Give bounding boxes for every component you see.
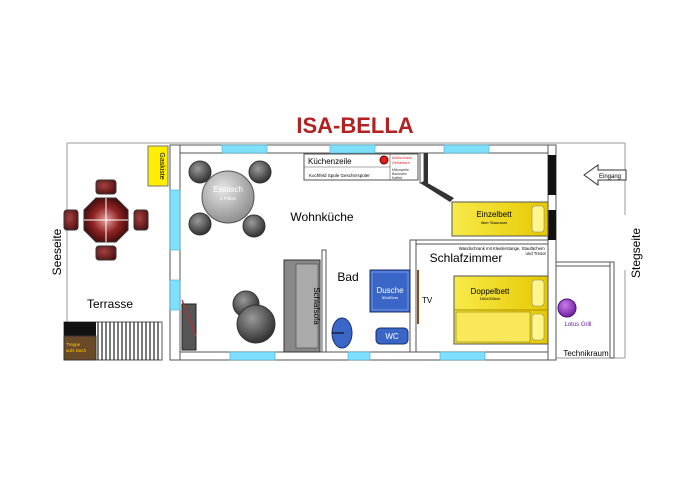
- room-label-bath: Bad: [337, 270, 358, 284]
- diagonal-wall: [420, 181, 454, 202]
- sofa-bed-label: Schlafsofa: [312, 287, 321, 325]
- room-label-kitchen-living: Wohnküche: [290, 210, 353, 224]
- double-bed-label: Doppelbett: [471, 287, 510, 296]
- kitchen-side-notes: Mikrowelle Backofen Kaffee: [392, 168, 410, 180]
- dining-table-label: Esstisch: [213, 185, 243, 194]
- dining-table-sub: 4 Plätze: [220, 196, 237, 201]
- room-label-technical: Technikraum: [563, 349, 609, 358]
- room-label-terrace: Terrasse: [87, 297, 133, 311]
- single-bed-sub: über Stauraum: [481, 220, 508, 225]
- dark-wall-segment: [548, 210, 556, 240]
- tv-label: TV: [422, 296, 433, 305]
- single-bed-label: Einzelbett: [476, 210, 512, 219]
- entrance-label: Eingang: [599, 174, 621, 180]
- dining-set: [188, 160, 272, 238]
- side-label-left: Seeseite: [50, 228, 64, 275]
- double-bed-sub: 160x200cm: [480, 296, 501, 301]
- gas-box: [147, 145, 169, 187]
- shower-sub: 80x80cm: [382, 295, 399, 300]
- side-label-right: Stegseite: [629, 228, 643, 278]
- sofa-bed: [283, 259, 321, 353]
- washbasin: [331, 317, 353, 349]
- gas-box-label: Gaskiste: [158, 152, 165, 179]
- terrace-dining-set: [63, 179, 149, 261]
- outer-boundary: [66, 142, 626, 359]
- entrance-arrow-icon: [583, 164, 627, 186]
- lotus-grill-label: Lotus Grill: [564, 322, 591, 328]
- shower: [369, 269, 411, 313]
- diagonal-wall: [424, 153, 428, 183]
- single-bed: [451, 201, 549, 237]
- wardrobe-note: Wandschrank mit Kleiderstange, Staufäche…: [459, 246, 547, 256]
- dark-wall-segment: [548, 155, 556, 195]
- lotus-grill: [557, 298, 577, 318]
- wc-label: WC: [385, 332, 399, 341]
- plan-title: ISA-BELLA: [296, 113, 413, 138]
- side-cabinet: [181, 303, 197, 351]
- stairs: [63, 321, 163, 361]
- stair-note: Treppe aufs Dach: [66, 342, 87, 353]
- windows: [169, 144, 490, 361]
- room-label-bedroom: Schlafzimmer: [430, 251, 503, 265]
- armchairs: [232, 290, 276, 344]
- kitchenette-items: Kochfeld Spüle Geschirrspüler: [309, 173, 370, 178]
- shower-label: Dusche: [376, 286, 404, 295]
- double-bed: [453, 275, 549, 345]
- kitchenette: [303, 153, 419, 181]
- kitchenette-label: Küchenzeile: [308, 157, 352, 166]
- fridge-note: Kühlschrank Gefrierfach: [392, 156, 413, 165]
- wc: [375, 327, 409, 345]
- cabinet-divider: [181, 299, 197, 337]
